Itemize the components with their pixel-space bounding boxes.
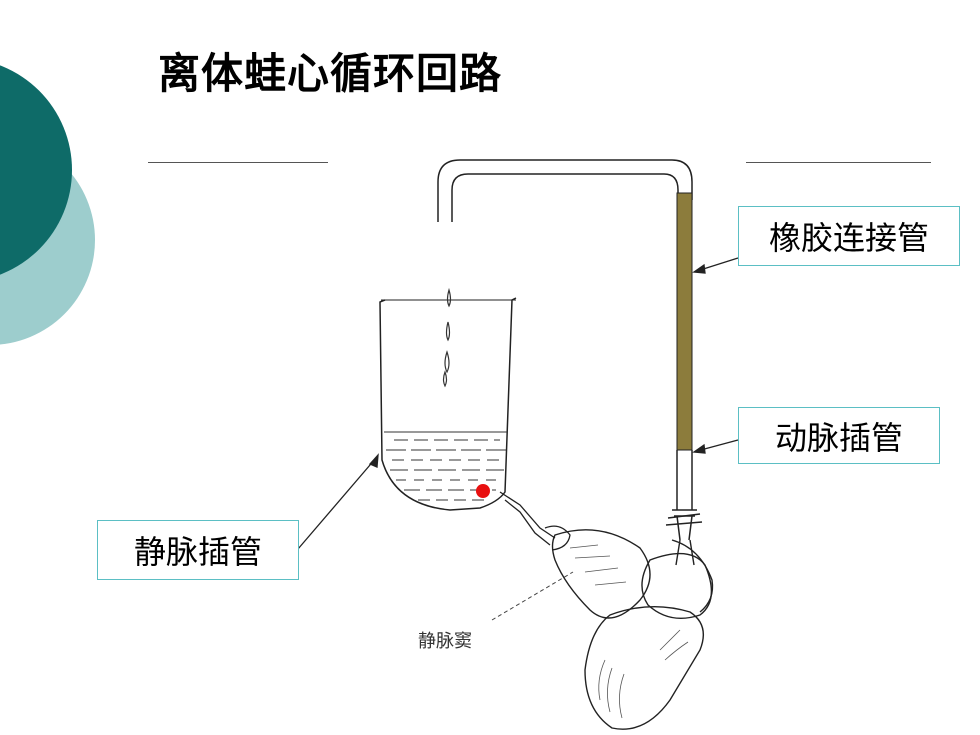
label-vein-cannula: 静脉插管 bbox=[97, 520, 299, 580]
label-artery-cannula: 动脉插管 bbox=[738, 407, 940, 464]
outlet-tube bbox=[499, 491, 571, 551]
dark-circle bbox=[0, 65, 72, 275]
title-rule-left bbox=[148, 162, 328, 163]
rubber-tube bbox=[676, 192, 693, 451]
pointer-rubber-tube-arrowhead bbox=[692, 263, 706, 274]
artery-cannula bbox=[672, 450, 697, 541]
slide-title: 离体蛙心循环回路 bbox=[158, 49, 503, 98]
label-rubber-tube: 橡胶连接管 bbox=[738, 206, 960, 266]
frog-heart-drawing bbox=[551, 513, 714, 730]
pointer-vein-cannula bbox=[297, 457, 377, 550]
title-rule-right bbox=[746, 162, 931, 163]
pointer-sinus-venosus bbox=[491, 571, 574, 621]
u-tube-outer bbox=[437, 159, 693, 222]
u-tube-inner bbox=[451, 173, 679, 222]
pointer-artery-cannula-arrowhead bbox=[692, 443, 706, 454]
pointer-vein-cannula-arrowhead bbox=[368, 453, 379, 468]
label-sinus-venosus: 静脉窦 bbox=[418, 631, 472, 652]
marker-dot bbox=[476, 484, 490, 498]
vein-cannula-reservoir bbox=[379, 287, 517, 511]
